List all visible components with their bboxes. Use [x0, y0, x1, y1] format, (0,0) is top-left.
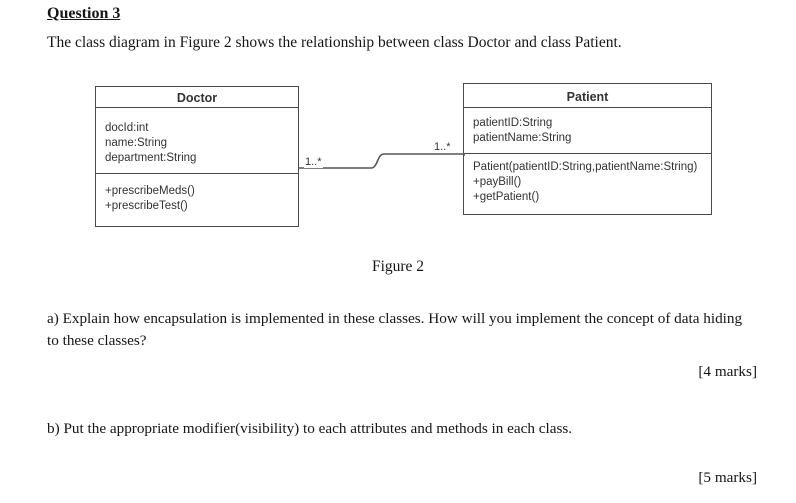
- doctor-multiplicity-label: 1..*: [304, 156, 323, 168]
- doctor-method: +prescribeTest(): [105, 200, 188, 212]
- doctor-attribute: docId:int: [105, 122, 149, 134]
- figure-caption: Figure 2: [371, 258, 425, 275]
- doctor-attributes: docId:int name:String department:String: [96, 108, 298, 174]
- patient-method: Patient(patientID:String,patientName:Str…: [473, 161, 698, 173]
- intro-text: The class diagram in Figure 2 shows the …: [47, 34, 622, 51]
- patient-class-box: Patient patientID:String patientName:Str…: [463, 83, 712, 215]
- patient-methods: Patient(patientID:String,patientName:Str…: [464, 154, 711, 205]
- question-title: Question 3: [47, 5, 121, 22]
- doctor-class-box: Doctor docId:int name:String department:…: [95, 86, 299, 227]
- marks-a-label: [4 marks]: [698, 363, 757, 380]
- association-connector: [298, 153, 465, 169]
- patient-attribute: patientName:String: [473, 132, 572, 144]
- question-a-text: a) Explain how encapsulation is implemen…: [47, 310, 743, 349]
- doctor-methods: +prescribeMeds() +prescribeTest(): [96, 174, 298, 214]
- doctor-attribute: department:String: [105, 152, 197, 164]
- question-b-text: b) Put the appropriate modifier(visibili…: [47, 420, 573, 437]
- marks-b-label: [5 marks]: [698, 469, 757, 486]
- doctor-class-name: Doctor: [96, 87, 298, 108]
- patient-multiplicity-label: 1..*: [433, 141, 452, 153]
- doctor-attribute: name:String: [105, 137, 168, 149]
- patient-attributes: patientID:String patientName:String: [464, 108, 711, 154]
- doctor-method: +prescribeMeds(): [105, 185, 195, 197]
- patient-method: +getPatient(): [473, 191, 540, 203]
- patient-method: +payBill(): [473, 176, 522, 188]
- patient-attribute: patientID:String: [473, 117, 553, 129]
- patient-class-name: Patient: [464, 84, 711, 108]
